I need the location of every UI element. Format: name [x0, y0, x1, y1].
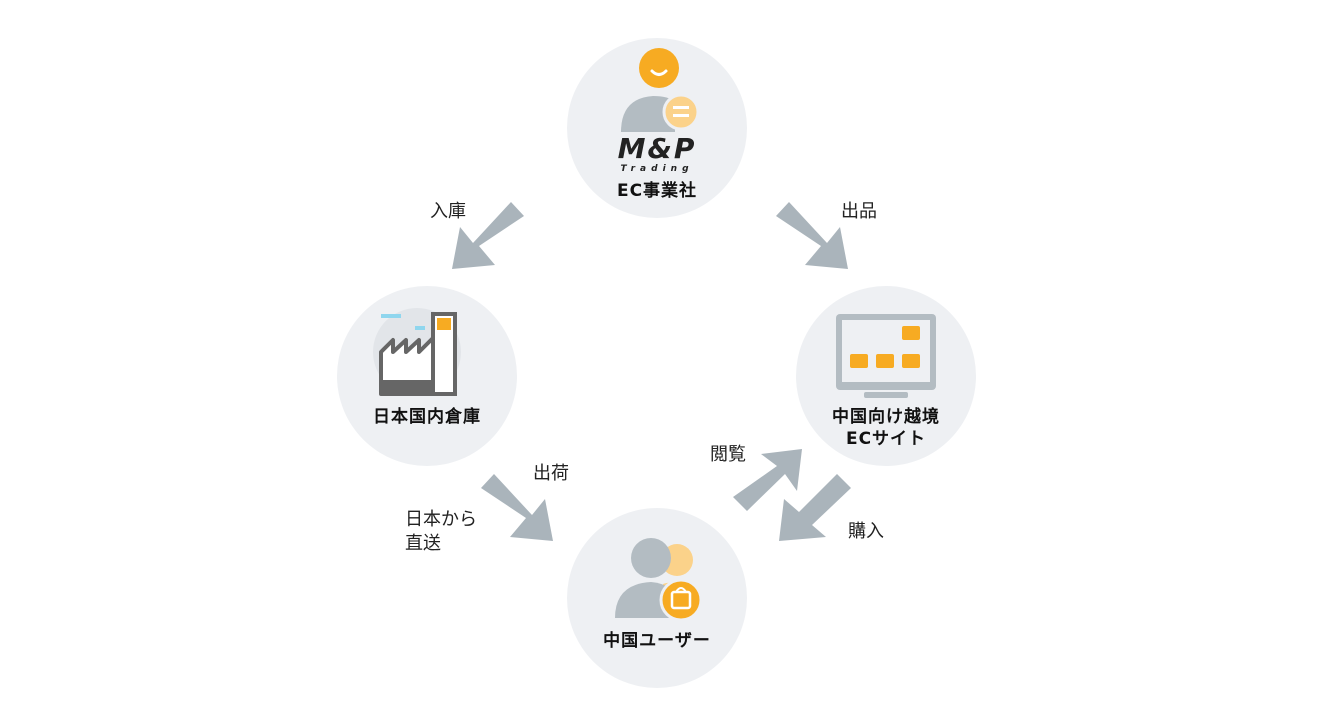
ec-company-label: EC事業社 — [616, 181, 698, 201]
logo-sub: Trading — [620, 164, 694, 174]
node-ec-company: M&P Trading EC事業社 — [567, 38, 747, 218]
edge-label-shukka: 出荷 — [533, 463, 569, 484]
ec-site-label-line1: 中国向け越境 — [832, 407, 940, 427]
node-users: 中国ユーザー — [567, 508, 747, 688]
arrow-shuppin — [776, 202, 848, 269]
warehouse-label: 日本国内倉庫 — [373, 407, 481, 427]
users-label: 中国ユーザー — [603, 631, 711, 651]
edge-label-konyu: 購入 — [848, 521, 884, 542]
shopper-user-icon — [615, 538, 703, 622]
edge-label-shuppin: 出品 — [841, 201, 877, 222]
node-ec-site: 中国向け越境 ECサイト — [796, 286, 976, 466]
arrow-konyu — [779, 474, 851, 541]
mp-trading-logo: M&P Trading — [567, 132, 747, 175]
arrow-shukka — [481, 474, 553, 541]
factory-icon — [373, 308, 461, 396]
edge-label-chokuso: 日本から 直送 — [405, 509, 477, 554]
arrow-etsuran — [733, 449, 802, 511]
arrow-nyuko — [452, 202, 524, 269]
monitor-icon — [836, 314, 936, 398]
node-warehouse: 日本国内倉庫 — [337, 286, 517, 466]
ec-site-label-line2: ECサイト — [845, 429, 927, 449]
logo-main: M&P — [617, 132, 697, 165]
edge-label-etsuran: 閲覧 — [710, 444, 746, 465]
edge-label-nyuko: 入庫 — [430, 201, 466, 222]
trader-person-icon — [621, 48, 700, 132]
